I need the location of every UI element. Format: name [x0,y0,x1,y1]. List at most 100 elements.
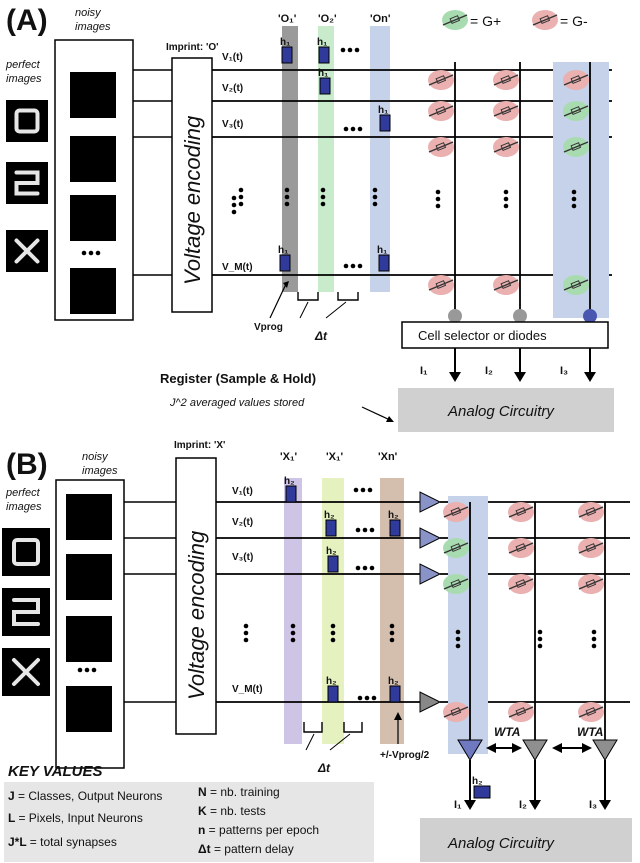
panel-a-grid-ellipsis-2 [503,189,509,209]
key-value-1: J = Classes, Output Neurons [8,789,162,803]
panel-b-synapse-0 [443,502,469,522]
panel-b-band-ellipsis-3-dot [389,630,395,636]
panel-a-noisy-ellipsis-dot [88,250,94,256]
panel-b-synapse-1-cell [515,507,527,517]
panel-b-analog-box [420,818,632,862]
panel-b-noisy-ellipsis-dot [84,667,90,673]
panel-a-perfect-label: perfect [5,59,41,71]
panel-b-noisy-ellipsis-dot [77,667,83,673]
panel-a-noisy-3-bg [70,195,116,241]
panel-b-wta-1: WTA [494,725,520,739]
panel-a-voltage-1: V₁(t) [222,52,243,63]
panel-a-node-1 [448,309,462,323]
panel-b-col-ellipsis-dot [353,487,359,493]
panel-a-synapse-6-cell [435,142,447,152]
panel-b-row-ellipsis-dot [243,623,249,629]
panel-b-synapse-4-bar [508,542,534,554]
panel-b-noisy-label-2: images [82,465,118,477]
panel-b-encoder-box [175,457,217,735]
panel-a-synapse-4 [493,101,519,121]
panel-a-delta-arrows [299,301,347,319]
panel-b-current-arrow-1-head [464,800,476,810]
panel-b-delta-arrows [305,733,351,751]
panel-a-noisy-label: noisy [75,7,102,19]
panel-a-pulse-5-label: h₁ [278,245,288,256]
key-value-7: Δt = pattern delay [198,842,294,856]
panel-b-noisy-ellipsis-dot [91,667,97,673]
panel-a-rowM-ellipsis-dot [357,263,363,269]
panel-a-noisy-4-bg [70,268,116,314]
panel-b-current-arrow-2-head [529,800,541,810]
panel-a-vprog-arrowhead [283,281,289,288]
panel-a-synapse-10-bar [493,279,519,291]
panel-a-current-1: I₁ [420,365,428,377]
panel-a-delta: Δt [314,329,328,343]
panel-b-synapse-2-cell [585,507,597,517]
panel-a-stored: J^2 averaged values stored [169,397,305,409]
panel-b-col-label-2: 'X₁' [326,451,344,463]
panel-a-synapse-8-cell [570,142,582,152]
panel-b-pulse-5-label: h₂ [326,676,337,687]
panel-a-synapse-9 [428,275,454,295]
panel-a-synapse-1-bar [493,74,519,86]
panel-b-band-ellipsis-3-dot [389,623,395,629]
panel-a-band-ellipsis-2-dot [320,201,326,207]
panel-a-rowM-ellipsis [343,263,363,269]
panel-a-perfect-z-glyph [14,170,40,196]
panel-a-node-2 [513,309,527,323]
panel-b-synapse-7-bar [508,578,534,590]
key-value-2: L = Pixels, Input Neurons [8,811,143,825]
panel-b-synapse-0-cell [450,507,462,517]
panel-a-col-label-2: 'O₂' [318,13,337,25]
panel-a-synapse-0-bar [428,74,454,86]
panel-a-grid-ellipsis-1-dot [435,203,441,209]
panel-b-grid-ellipsis-2 [537,629,543,649]
panel-b-row3-ellipsis-dot [355,565,361,571]
panel-a-voltage-4: V_M(t) [222,262,253,273]
panel-a-row-ellipsis-dot [238,201,244,207]
panel-a-grid-ellipsis-1-dot [435,196,441,202]
panel-a-current-arrow-1-head [449,372,461,382]
panel-b-band-yellowgreen [322,478,344,744]
panel-a-noisy-ellipsis-dot [95,250,101,256]
panel-b-synapse-2-bar [578,506,604,518]
panel-b-band-ellipsis-2 [330,623,336,643]
panel-a-encoder-ellipsis-dot [231,195,237,201]
panel-b-synapse-2 [578,502,604,522]
panel-a-synapse-4-bar [493,105,519,117]
panel-a-legend-minus-icon-cell [539,15,551,25]
panel-a-perfect-label-2: images [6,73,42,85]
panel-a-noisy-label-2: images [75,21,111,33]
panel-a-synapse-1-cell [500,75,512,85]
panel-b-perfect-z [2,588,50,636]
key-value-5: K = nb. tests [198,804,266,818]
panel-b-pulse-4-label: h₂ [388,510,399,521]
panel-b-analog-label: Analog Circuitry [447,835,555,852]
panel-b-row2-ellipsis-dot [369,527,375,533]
panel-b-rowM-ellipsis [357,695,377,701]
panel-b-voltage-3: V₃(t) [232,552,253,563]
panel-b-synapse-11-bar [578,706,604,718]
key-value-6: n = patterns per epoch [198,823,319,837]
panel-a-pulse-4-label: h₁ [378,105,388,116]
panel-b-amplifier-3 [419,563,442,585]
panel-b-output-neuron-3 [592,739,618,761]
panel-b-perfect-x [2,648,50,696]
panel-a-vprog-arrow [269,283,287,319]
panel-b-pulse-1-label: h₂ [284,476,295,487]
panel-a-synapse-8 [563,137,589,157]
panel-a-pulse-2-label: h₁ [317,37,327,48]
panel-a-grid-ellipsis-3-dot [571,203,577,209]
panel-b-synapse-6 [443,574,469,594]
panel-b-pulse-5-pulse [327,685,339,703]
panel-a-perfect-x-glyph [14,238,40,264]
panel-b-synapse-10 [508,702,534,722]
panel-b-current-3: I₃ [589,799,597,811]
panel-b-noisy-1-bg [66,494,112,540]
panel-b-col-ellipsis-dot [367,487,373,493]
panel-a-synapse-5 [563,101,589,121]
panel-b-pulse-3-label: h₂ [326,546,337,557]
panel-a-pulse-5-pulse [279,254,291,272]
panel-a-legend-minus: = G- [560,13,588,29]
panel-a-synapse-7-bar [493,141,519,153]
